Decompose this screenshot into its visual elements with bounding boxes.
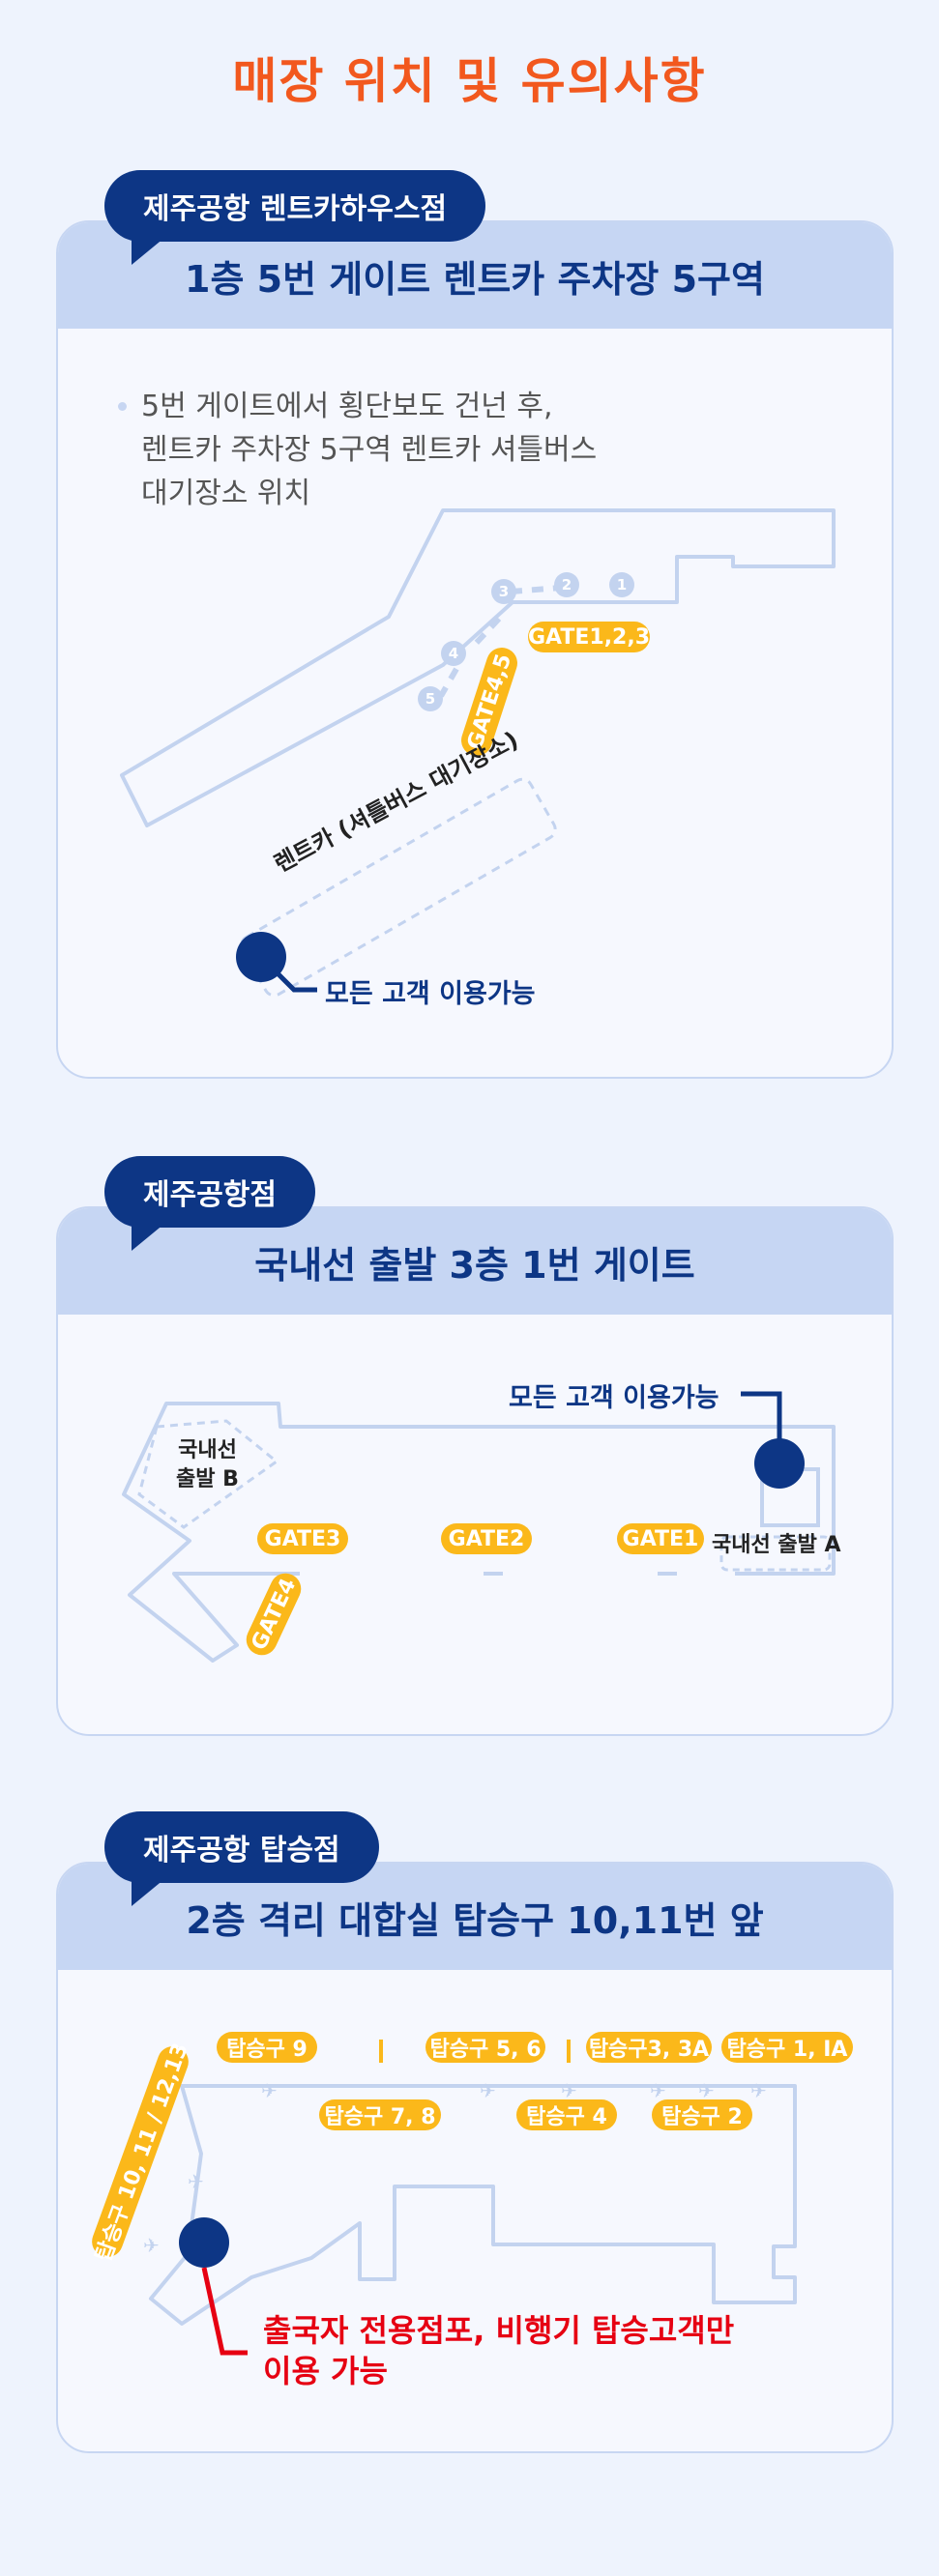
gate-badge-1-2-3: GATE1,2,3 <box>528 622 650 652</box>
marker-leader-line <box>201 2267 248 2356</box>
terminal-outline <box>120 508 836 827</box>
terminal-outline <box>149 2084 797 2326</box>
section-3-card: 2층 격리 대합실 탑승구 10,11번 앞 ✈ ✈ ✈ ✈ ✈ ✈ ✈ ✈ 탑… <box>56 1862 894 2453</box>
gate-badge-1-ia: 탑승구 1, IA <box>721 2032 853 2063</box>
shuttle-area <box>240 777 557 998</box>
description-line: 렌트카 주차장 5구역 렌트카 셔틀버스 <box>141 433 598 467</box>
gate-badge-7-8: 탑승구 7, 8 <box>319 2099 441 2130</box>
walkway-dash <box>510 585 562 594</box>
gate-badge-9: 탑승구 9 <box>217 2032 317 2063</box>
gate-number-5: 5 <box>418 686 443 711</box>
section-1-heading: 1층 5번 게이트 렌트카 주차장 5구역 <box>58 222 892 329</box>
gate-badge-2: 탑승구 2 <box>652 2099 752 2130</box>
svg-text:✈: ✈ <box>750 2079 767 2102</box>
svg-text:✈: ✈ <box>143 2234 160 2257</box>
plane-icons: ✈ ✈ ✈ ✈ ✈ ✈ ✈ ✈ <box>143 2079 767 2257</box>
section-1-tag-tail <box>132 238 164 265</box>
svg-text:✈: ✈ <box>698 2079 715 2102</box>
marker-label: 모든 고객 이용가능 <box>509 1383 719 1413</box>
gate-number-2: 2 <box>554 572 579 597</box>
zone-b-label: 국내선 출발 B <box>176 1436 239 1494</box>
marker-label: 모든 고객 이용가능 <box>325 979 536 1009</box>
notice-text: 출국자 전용점포, 비행기 탑승고객만 이용 가능 <box>263 2310 734 2391</box>
svg-text:✈: ✈ <box>650 2079 666 2102</box>
gate-badge-1: GATE1 <box>617 1523 704 1554</box>
marker-leader-line <box>741 1391 782 1440</box>
section-1-card: 1층 5번 게이트 렌트카 주차장 5구역 5번 게이트에서 횡단보도 건넌 후… <box>56 220 894 1079</box>
gate-number-3: 3 <box>491 579 516 604</box>
section-1-tag: 제주공항 렌트카하우스점 <box>104 170 486 242</box>
store-marker <box>179 2217 229 2268</box>
zone-a-label: 국내선 출발 A <box>712 1533 841 1557</box>
gate-number-1: 1 <box>609 572 634 597</box>
svg-text:✈: ✈ <box>261 2079 278 2102</box>
walkway-dash <box>469 616 502 651</box>
section-2-tag: 제주공항점 <box>104 1156 315 1228</box>
gate-badge-4: 탑승구 4 <box>516 2099 617 2130</box>
svg-text:✈: ✈ <box>561 2079 577 2102</box>
gate-badge-5-6: 탑승구 5, 6 <box>425 2032 545 2063</box>
bullet-dot <box>118 402 127 411</box>
rentcar-map <box>120 508 836 998</box>
section-2-tag-tail <box>132 1224 164 1251</box>
section-2-card: 국내선 출발 3층 1번 게이트 모든 고객 이용가능 국내선 출발 B 국내선… <box>56 1206 894 1736</box>
description-line: 5번 게이트에서 횡단보도 건넌 후, <box>141 390 553 423</box>
zone-b-line: 국내선 <box>178 1438 237 1462</box>
svg-text:✈: ✈ <box>188 2170 204 2193</box>
gate-ticks <box>379 2040 571 2063</box>
notice-line: 출국자 전용점포, 비행기 탑승고객만 <box>263 2312 735 2349</box>
walkway-dash <box>438 667 459 698</box>
notice-line: 이용 가능 <box>263 2353 388 2389</box>
section-2-heading: 국내선 출발 3층 1번 게이트 <box>58 1208 892 1315</box>
terminal-outline <box>122 1402 836 1663</box>
page-title: 매장 위치 및 유의사항 <box>232 53 707 109</box>
marker-leader-line <box>277 972 317 993</box>
gate-badge-3-3a: 탑승구3, 3A <box>586 2032 712 2063</box>
svg-text:✈: ✈ <box>480 2079 496 2102</box>
description-line: 대기장소 위치 <box>141 477 311 510</box>
gate-badge-3: GATE3 <box>257 1523 348 1554</box>
store-marker <box>236 932 286 982</box>
store-marker <box>754 1438 805 1489</box>
gate-badge-2: GATE2 <box>441 1523 532 1554</box>
domestic-map <box>122 1391 836 1663</box>
boarding-map: ✈ ✈ ✈ ✈ ✈ ✈ ✈ ✈ <box>143 2040 797 2356</box>
gate-number-4: 4 <box>441 641 466 666</box>
section-3-tag-tail <box>132 1879 164 1906</box>
zone-b-line: 출발 B <box>176 1467 239 1491</box>
zone-b-outline <box>137 1419 279 1529</box>
zone-a-outline <box>719 1535 832 1572</box>
section-1-description: 5번 게이트에서 횡단보도 건넌 후, 렌트카 주차장 5구역 렌트카 셔틀버스… <box>118 385 598 515</box>
section-3-tag: 제주공항 탑승점 <box>104 1811 379 1883</box>
